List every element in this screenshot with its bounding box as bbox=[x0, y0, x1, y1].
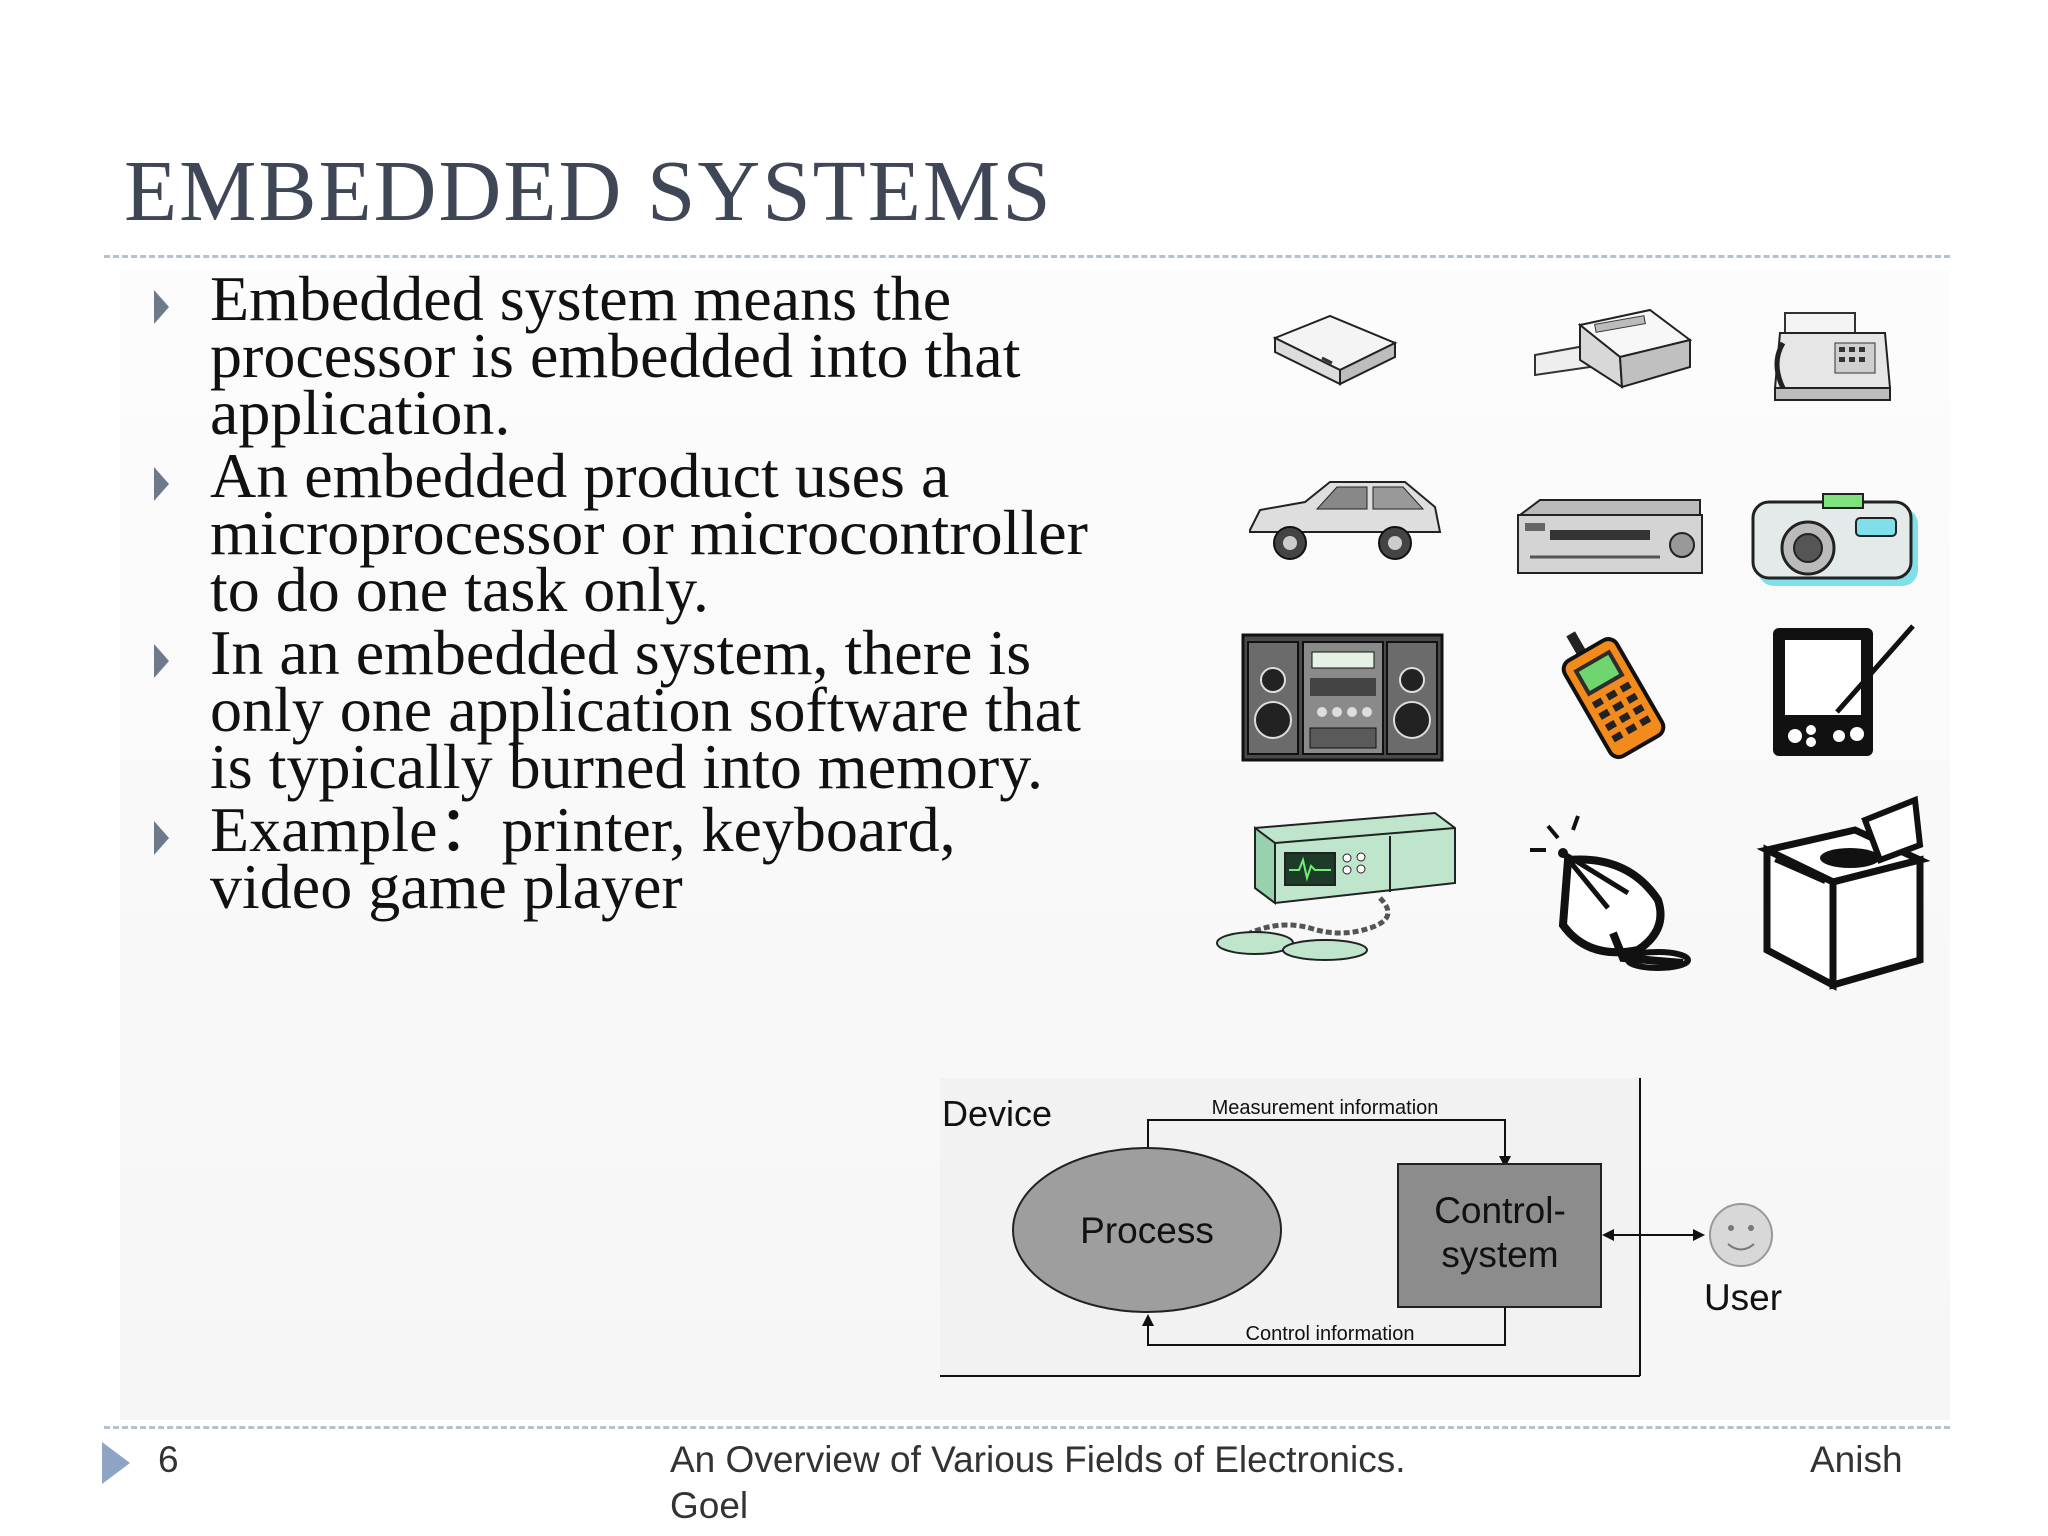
bullet-item: Embedded system means the processor is e… bbox=[150, 263, 1100, 448]
bullet-item: In an embedded system, there is only one… bbox=[150, 617, 1100, 802]
footer-course-title: An Overview of Various Fields of Electro… bbox=[670, 1437, 1490, 1529]
bullet-text: Embedded system means the processor is e… bbox=[210, 263, 1021, 448]
footer-author-last: Goel bbox=[670, 1485, 749, 1526]
bullet-list: Embedded system means the processor is e… bbox=[150, 263, 1100, 922]
control-system-label-line1: Control- bbox=[1434, 1190, 1566, 1231]
footer-marker-icon bbox=[102, 1442, 130, 1484]
control-system-label-line2: system bbox=[1441, 1234, 1558, 1275]
bullet-text: Example：printer, keyboard, video game pl… bbox=[210, 794, 956, 922]
bullet-item: An embedded product uses a microprocesso… bbox=[150, 440, 1100, 625]
control-info-label: Control information bbox=[1246, 1323, 1415, 1345]
control-arrowhead bbox=[1142, 1314, 1154, 1326]
bullet-text: In an embedded system, there is only one… bbox=[210, 617, 1081, 802]
user-smiley-icon bbox=[1709, 1203, 1773, 1267]
bullet-item: Example：printer, keyboard, video game pl… bbox=[150, 794, 1100, 922]
stereo-system-icon bbox=[1241, 633, 1444, 762]
footer-divider bbox=[104, 1426, 1950, 1429]
user-link-arrowhead-right bbox=[1693, 1229, 1705, 1241]
printer-icon bbox=[1534, 308, 1693, 389]
defibrillator-icon bbox=[1216, 811, 1456, 961]
measurement-arrow bbox=[1147, 1119, 1506, 1160]
control-arrow bbox=[1147, 1307, 1506, 1346]
footer-course-text: An Overview of Various Fields of Electro… bbox=[670, 1439, 1406, 1480]
page-number: 6 bbox=[158, 1439, 179, 1480]
embedded-devices-clipart bbox=[1200, 270, 1960, 1010]
control-system-diagram: Device Measurement information Process C… bbox=[940, 1078, 1782, 1377]
user-link-arrowhead-left bbox=[1602, 1229, 1614, 1241]
vcr-icon bbox=[1517, 499, 1703, 574]
footer-author-first: Anish bbox=[1810, 1439, 1903, 1480]
suv-car-icon bbox=[1249, 481, 1442, 560]
digital-camera-icon bbox=[1751, 493, 1918, 586]
fax-machine-icon bbox=[1773, 312, 1892, 401]
measurement-label: Measurement information bbox=[1212, 1097, 1439, 1119]
pda-icon bbox=[1773, 624, 1915, 756]
bullet-arrow-icon bbox=[154, 821, 169, 855]
bullet-arrow-icon bbox=[154, 467, 169, 501]
bullet-arrow-icon bbox=[154, 290, 169, 324]
control-system-node bbox=[1397, 1163, 1602, 1308]
process-node bbox=[1012, 1147, 1282, 1313]
title-divider bbox=[104, 255, 1950, 258]
mobile-phone-icon bbox=[1561, 631, 1666, 760]
scanner-icon bbox=[1272, 314, 1398, 386]
washing-machine-icon bbox=[1756, 795, 1930, 991]
bullet-arrow-icon bbox=[154, 644, 169, 678]
satellite-dish-icon bbox=[1530, 815, 1691, 971]
slide-title: EMBEDDED SYSTEMS bbox=[124, 142, 1053, 239]
measurement-arrowhead bbox=[1499, 1156, 1511, 1168]
bullet-text: An embedded product uses a microprocesso… bbox=[210, 440, 1088, 625]
user-label: User bbox=[1704, 1277, 1782, 1318]
device-label: Device bbox=[942, 1093, 1052, 1134]
process-label: Process bbox=[1080, 1210, 1214, 1251]
